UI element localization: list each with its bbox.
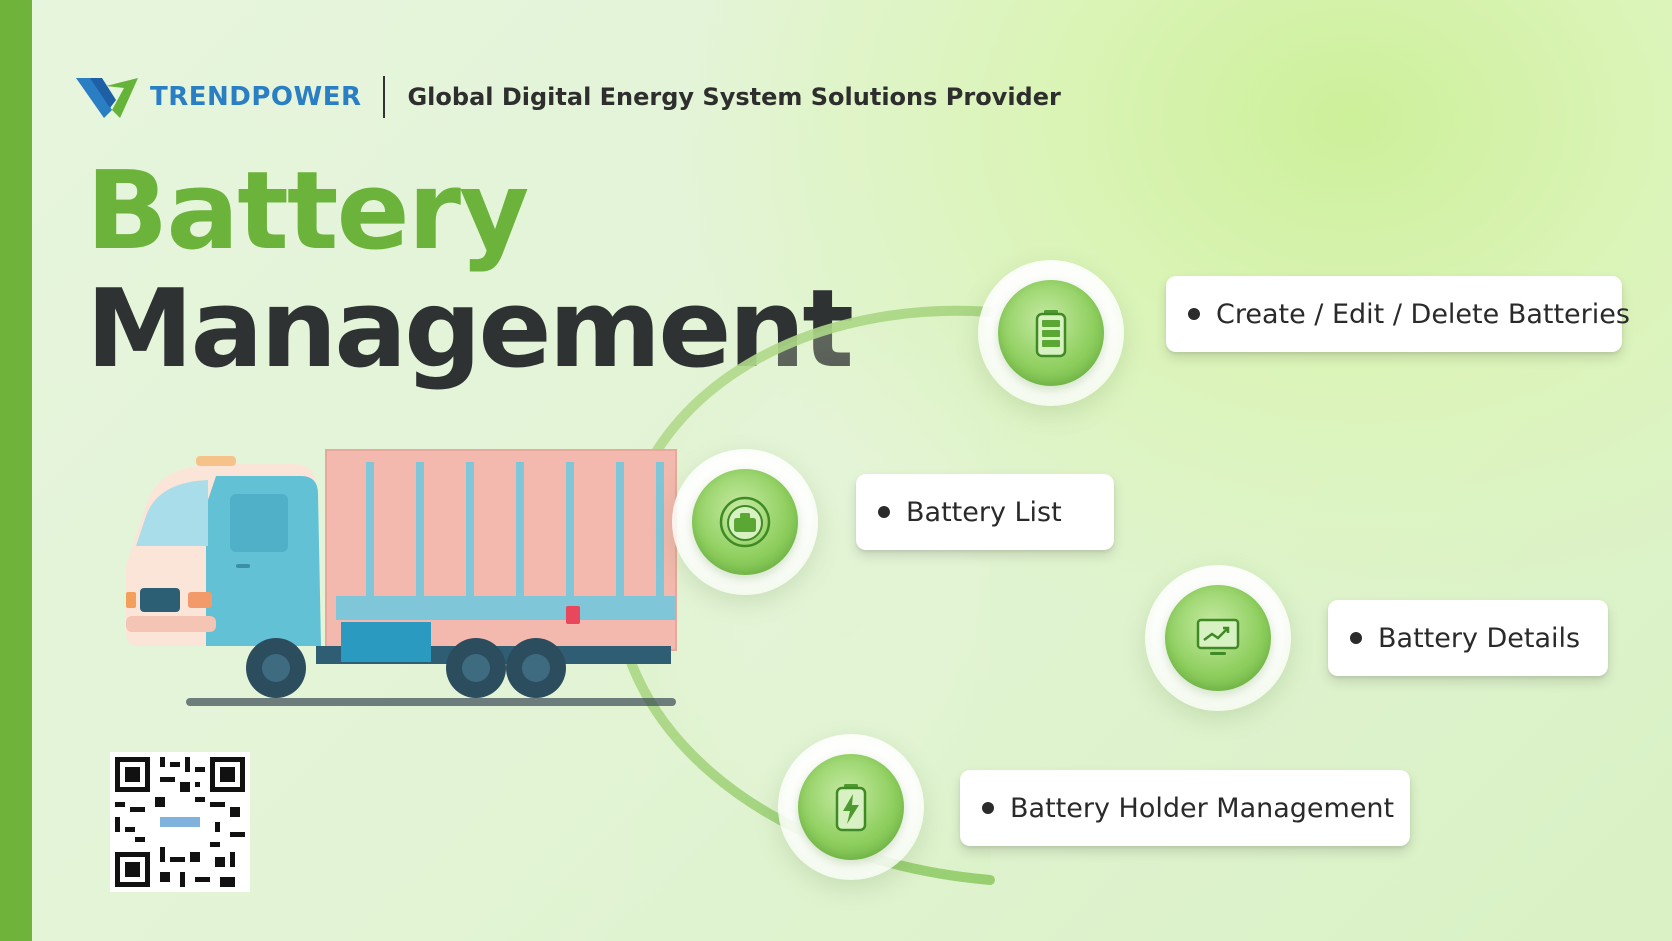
qr-code [110,752,250,892]
bullet-icon [1350,632,1362,644]
battery-list-icon [719,496,771,548]
tagline: Global Digital Energy System Solutions P… [407,83,1061,111]
truck-illustration [126,449,677,706]
feature-icon-circle-2 [672,449,818,595]
header-divider [383,76,386,118]
feature-item-battery-details[interactable]: Battery Details [1328,600,1608,676]
header: TRENDPOWER Global Digital Energy System … [76,72,1061,122]
feature-icon-inner-2 [692,469,798,575]
feature-item-create-edit-delete[interactable]: Create / Edit / Delete Batteries [1166,276,1630,352]
feature-icon-inner-1 [998,280,1104,386]
battery-icon [1035,310,1067,358]
feature-label: Create / Edit / Delete Batteries [1216,298,1630,330]
feature-label: Battery Holder Management [1010,792,1395,824]
bullet-icon [982,802,994,814]
bullet-icon [1188,308,1200,320]
feature-icon-circle-3 [1145,565,1291,711]
title-line-1: Battery [86,149,529,274]
left-accent-bar [0,0,32,941]
feature-icon-inner-4 [798,754,904,860]
feature-icon-inner-3 [1165,585,1271,691]
monitor-chart-icon [1196,618,1240,655]
feature-icon-circle-4 [778,734,924,880]
feature-icon-circle-1 [978,260,1124,406]
title-line-2: Management [86,267,854,392]
feature-item-battery-list[interactable]: Battery List [856,474,1114,550]
battery-charging-icon [835,784,867,832]
feature-label: Battery List [906,496,1062,528]
brand-name: TRENDPOWER [150,82,362,112]
feature-label: Battery Details [1378,622,1581,654]
bullet-icon [878,506,890,518]
trendpower-logo-icon [76,78,138,118]
qr-code-icon [110,752,250,892]
feature-item-battery-holder-management[interactable]: Battery Holder Management [960,770,1410,846]
